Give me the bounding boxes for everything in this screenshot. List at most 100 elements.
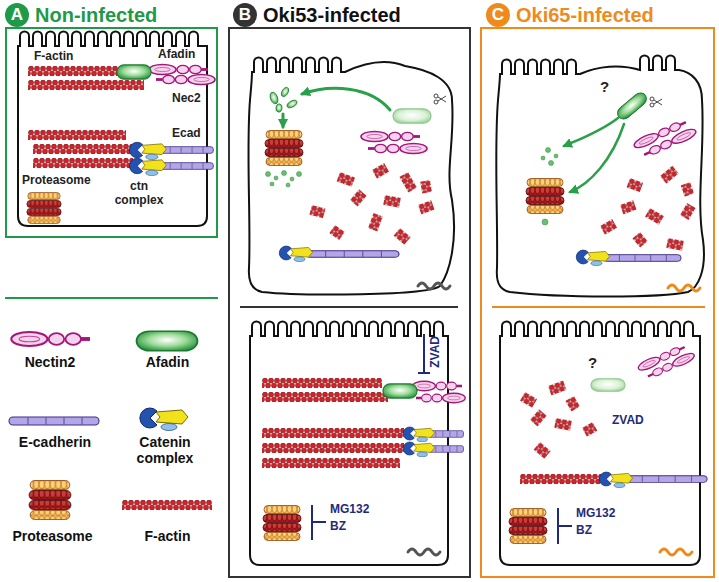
e-cadherin-symbol [306, 251, 399, 258]
legend-sample [122, 500, 212, 510]
f-actin-filament [262, 378, 382, 388]
part-label: Nec2 [172, 92, 201, 106]
panel-header: BOki53-infected [233, 3, 401, 27]
f-actin-clump [582, 422, 597, 437]
e-cadherin-symbol [625, 476, 707, 483]
cell-outline [250, 322, 448, 566]
f-actin-clump [418, 200, 435, 214]
f-actin-clump [383, 195, 400, 208]
inhibitor-symbol [558, 508, 572, 544]
scissors-icon [654, 100, 662, 105]
afadin-fragment [269, 91, 280, 105]
scissors-icon [434, 100, 438, 104]
catenin-symbol [576, 250, 609, 266]
part-label: Proteasome [22, 174, 91, 188]
scissors-icon [434, 94, 446, 104]
nectin-symbol [416, 393, 465, 402]
afadin-fragment [297, 172, 302, 177]
part-label: ? [588, 354, 597, 371]
legend-label: E-cadherin [5, 434, 105, 450]
nectin-symbol [156, 74, 215, 84]
f-actin-clump [600, 219, 617, 235]
f-actin-clump [666, 238, 683, 251]
f-actin-clump [681, 182, 695, 197]
nectin-symbol [413, 381, 465, 402]
catenin-symbol [129, 142, 166, 175]
f-actin-clump [666, 238, 683, 251]
part-label: BZ [330, 520, 346, 534]
afadin-fragment [270, 182, 274, 186]
legend-sample [11, 332, 90, 346]
part-label: MG132 [330, 503, 369, 517]
f-actin-clump [530, 409, 547, 426]
scissors-icon [654, 99, 662, 104]
afadin-symbol [393, 109, 431, 123]
cell-outline [18, 32, 207, 227]
catenin-symbol [279, 246, 312, 262]
f-actin-clump [337, 172, 355, 187]
f-actin-clump [548, 381, 566, 396]
panel-header: COki65-infected [486, 3, 654, 27]
f-actin-filament [262, 428, 404, 438]
f-actin-clump [329, 225, 345, 240]
cell-outline [496, 56, 704, 297]
separator-line [240, 306, 458, 308]
part-label: BZ [576, 524, 592, 538]
degradation-arrow [564, 118, 624, 192]
f-actin-filament [28, 66, 120, 76]
f-actin-clump [680, 203, 696, 220]
proteasome-symbol [265, 131, 303, 166]
bacterium [408, 549, 440, 555]
f-actin-clump [582, 422, 597, 437]
bacterium [660, 549, 692, 555]
legend-sample [122, 500, 212, 510]
nectin-symbol [413, 381, 462, 390]
f-actin-clump [620, 200, 637, 214]
f-actin-filament [262, 443, 404, 453]
nectin-symbol [368, 143, 427, 153]
f-actin-clump [645, 208, 664, 225]
inhibitor-symbol [423, 334, 425, 373]
f-actin-filament [28, 66, 144, 168]
f-actin-clump [680, 203, 696, 220]
f-actin-clump [399, 172, 417, 193]
f-actin-clump [554, 418, 571, 431]
afadin-symbol [383, 384, 417, 398]
nectin-symbol [361, 131, 427, 153]
f-actin-clump [420, 180, 432, 194]
separator-line [492, 306, 705, 308]
legend-label: Catenin complex [115, 434, 215, 466]
proteasome-symbol [509, 509, 547, 544]
nectin-symbol [642, 127, 698, 160]
afadin-fragment [266, 171, 302, 188]
e-cadherin-symbol [159, 163, 214, 170]
panel-box: COki65-infected [480, 27, 715, 578]
afadin-fragment [542, 219, 548, 225]
catenin-symbol [576, 250, 609, 266]
part-label: F-actin [34, 50, 73, 64]
f-actin-clump [645, 208, 664, 225]
degradation-arrow [564, 118, 618, 146]
f-actin-clump [548, 381, 566, 396]
f-actin-filament [262, 428, 404, 438]
f-actin-clump [520, 381, 597, 459]
panel-letter: B [233, 3, 257, 27]
f-actin-clump [350, 189, 367, 206]
f-actin-clump [534, 442, 551, 459]
inhibitor-symbol [312, 521, 326, 523]
f-actin-filament [28, 130, 126, 140]
f-actin-clump [372, 163, 389, 179]
f-actin-clump [418, 200, 435, 214]
catenin-symbol [129, 142, 166, 159]
f-actin-filament [33, 144, 133, 154]
afadin-fragment [541, 156, 545, 160]
f-actin-clump [565, 396, 580, 411]
legend-label: Nectin2 [5, 354, 95, 370]
part-label: Ecad [172, 127, 201, 141]
proteasome-symbol [263, 506, 301, 541]
f-actin-clump [632, 232, 647, 248]
f-actin-clump [627, 178, 644, 192]
f-actin-clump [600, 166, 696, 251]
cell-outline [250, 322, 448, 566]
